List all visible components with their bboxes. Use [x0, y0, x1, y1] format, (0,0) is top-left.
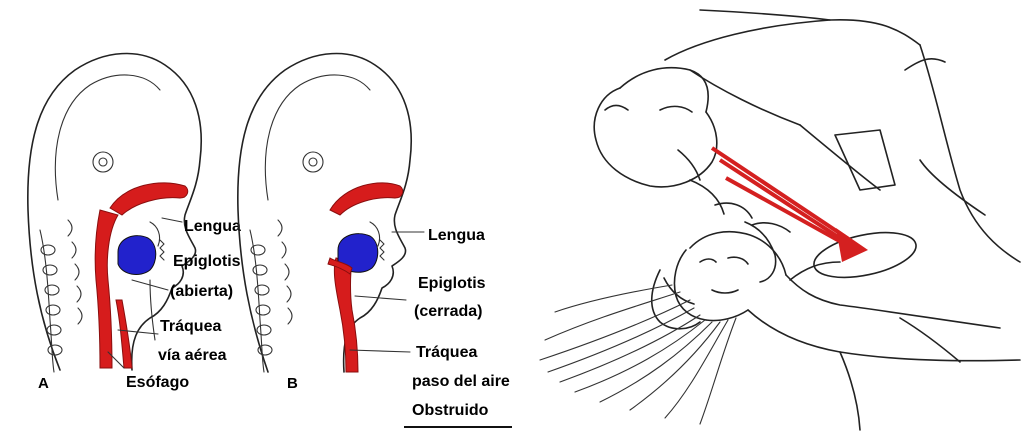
panel-a-tongue-label: Lengua	[184, 218, 241, 235]
panel-a-epiglottis-state-label: (abierta)	[170, 283, 233, 300]
panel-a-epiglottis-label: Epiglotis	[173, 253, 241, 270]
panel-a-airway-label: vía aérea	[158, 347, 227, 364]
panel-b-obstructed-label: Obstruido	[412, 402, 489, 419]
patient-hair-sketch	[540, 285, 736, 424]
arrow-line-3	[726, 178, 852, 248]
panel-a-esophagus-label: Esófago	[126, 374, 189, 391]
arrow-head	[836, 228, 868, 262]
rescuer-sketch	[594, 10, 1020, 282]
panel-b-epiglottis-state-label: (cerrada)	[414, 303, 482, 320]
panel-a-letter: A	[38, 375, 49, 392]
panel-b-airflow-label: paso del aire	[412, 373, 510, 390]
panel-b-letter: B	[287, 375, 298, 392]
panel-b-tongue-label: Lengua	[428, 227, 485, 244]
panel-a-trachea-label: Tráquea	[160, 318, 221, 335]
panel-b-head-diagram	[238, 54, 424, 372]
panel-b-trachea-label: Tráquea	[416, 344, 477, 361]
panel-b-epiglottis-label: Epiglotis	[418, 275, 486, 292]
